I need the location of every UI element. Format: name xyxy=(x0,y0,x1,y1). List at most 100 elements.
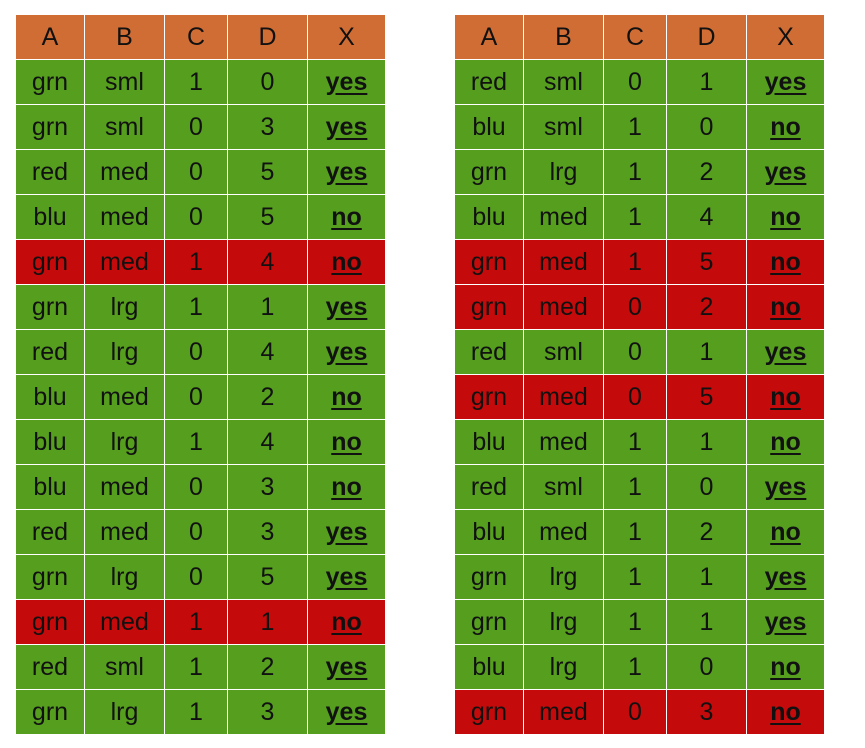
cell-c: 0 xyxy=(164,194,228,240)
cell-d: 1 xyxy=(666,419,747,465)
cell-c: 1 xyxy=(164,284,228,330)
cell-x: yes xyxy=(307,509,386,555)
cell-d: 3 xyxy=(227,464,308,510)
cell-x: no xyxy=(746,374,825,420)
cell-d: 2 xyxy=(227,644,308,690)
cell-d: 3 xyxy=(227,689,308,735)
cell-a: blu xyxy=(15,374,85,420)
cell-a: blu xyxy=(454,104,524,150)
column-header-c: C xyxy=(603,14,667,60)
column-header-b: B xyxy=(84,14,165,60)
cell-b: lrg xyxy=(84,284,165,330)
cell-d: 0 xyxy=(666,464,747,510)
cell-x: no xyxy=(746,509,825,555)
cell-c: 1 xyxy=(603,599,667,645)
cell-c: 1 xyxy=(164,419,228,465)
cell-x: yes xyxy=(307,689,386,735)
cell-b: med xyxy=(523,509,604,555)
cell-x: no xyxy=(307,419,386,465)
cell-x: no xyxy=(307,599,386,645)
cell-b: med xyxy=(84,464,165,510)
cell-a: grn xyxy=(454,374,524,420)
cell-c: 1 xyxy=(603,104,667,150)
cell-b: med xyxy=(84,374,165,420)
cell-x: no xyxy=(307,464,386,510)
cell-a: grn xyxy=(454,689,524,735)
cell-d: 2 xyxy=(666,284,747,330)
cell-c: 1 xyxy=(603,464,667,510)
cell-d: 5 xyxy=(227,149,308,195)
cell-a: red xyxy=(454,59,524,105)
cell-c: 1 xyxy=(164,599,228,645)
cell-d: 0 xyxy=(227,59,308,105)
cell-d: 5 xyxy=(227,554,308,600)
cell-b: med xyxy=(523,419,604,465)
cell-a: grn xyxy=(454,554,524,600)
cell-a: grn xyxy=(15,689,85,735)
cell-x: no xyxy=(746,689,825,735)
cell-c: 0 xyxy=(164,464,228,510)
cell-x: no xyxy=(746,284,825,330)
cell-a: red xyxy=(15,149,85,195)
cell-c: 1 xyxy=(603,239,667,285)
cell-c: 0 xyxy=(164,509,228,555)
cell-c: 1 xyxy=(603,509,667,555)
cell-d: 4 xyxy=(227,239,308,285)
cell-d: 0 xyxy=(666,644,747,690)
cell-b: lrg xyxy=(523,554,604,600)
cell-c: 1 xyxy=(164,239,228,285)
cell-d: 2 xyxy=(666,149,747,195)
cell-c: 0 xyxy=(603,59,667,105)
cell-d: 2 xyxy=(666,509,747,555)
cell-c: 1 xyxy=(164,59,228,105)
cell-d: 5 xyxy=(227,194,308,240)
cell-a: grn xyxy=(15,284,85,330)
cell-b: lrg xyxy=(84,329,165,375)
cell-d: 1 xyxy=(227,599,308,645)
cell-a: blu xyxy=(454,194,524,240)
cell-a: grn xyxy=(15,554,85,600)
cell-a: grn xyxy=(15,239,85,285)
cell-a: red xyxy=(454,329,524,375)
cell-a: grn xyxy=(15,59,85,105)
cell-x: no xyxy=(307,239,386,285)
cell-b: sml xyxy=(84,644,165,690)
cell-b: med xyxy=(84,509,165,555)
cell-b: med xyxy=(84,194,165,240)
cell-d: 4 xyxy=(227,419,308,465)
cell-d: 3 xyxy=(227,104,308,150)
cell-x: no xyxy=(307,374,386,420)
cell-a: grn xyxy=(454,599,524,645)
cell-x: no xyxy=(307,194,386,240)
cell-d: 1 xyxy=(666,329,747,375)
cell-a: blu xyxy=(454,509,524,555)
cell-b: med xyxy=(84,239,165,285)
cell-c: 1 xyxy=(603,644,667,690)
column-header-d: D xyxy=(666,14,747,60)
cell-x: no xyxy=(746,194,825,240)
cell-c: 0 xyxy=(164,554,228,600)
column-header-x: X xyxy=(307,14,386,60)
cell-x: yes xyxy=(746,464,825,510)
cell-c: 0 xyxy=(603,284,667,330)
cell-x: no xyxy=(746,419,825,465)
